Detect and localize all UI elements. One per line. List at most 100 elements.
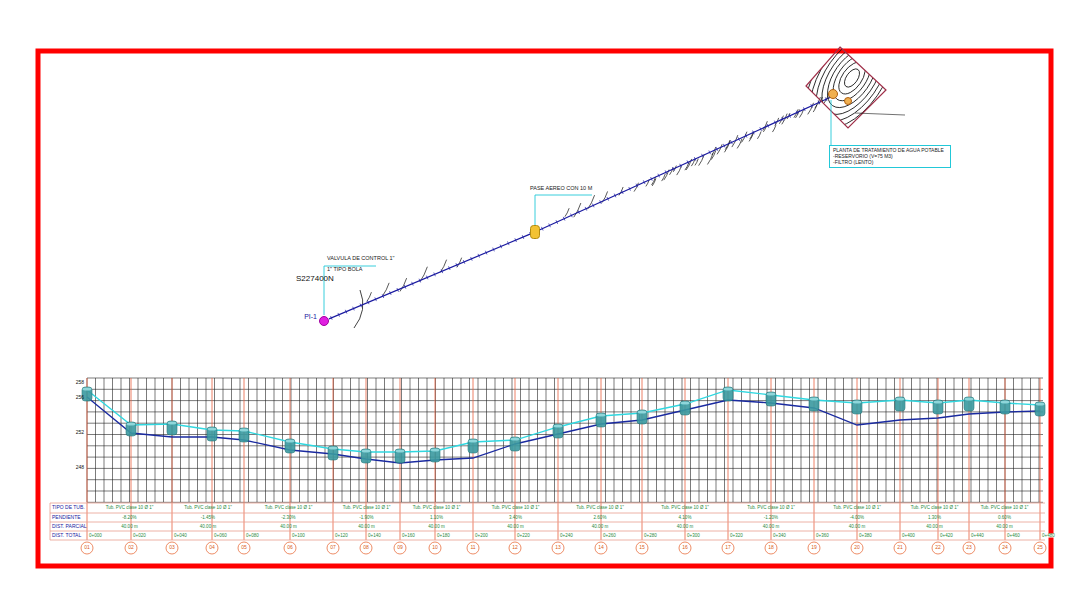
station-circle: [552, 542, 564, 554]
pi-marker: [320, 317, 329, 326]
station-circle: [851, 542, 863, 554]
pipe-tick: [825, 97, 827, 101]
total-distance-cell: 0+440: [971, 533, 984, 538]
station-line: [558, 378, 559, 540]
station-number: 24: [1002, 545, 1008, 551]
valve-leader: [324, 266, 376, 315]
site-boundary: [806, 47, 886, 128]
grid-line: [903, 378, 904, 502]
pipe-tick: [614, 194, 616, 198]
station-circle: [166, 542, 178, 554]
station-circle: [722, 542, 734, 554]
grid-line: [792, 378, 793, 502]
pipe-tick: [767, 124, 769, 128]
terrain-hatch: [782, 114, 787, 125]
terrain-hatch: [652, 179, 656, 186]
total-distance-cell: 0+060: [214, 533, 227, 538]
slope-cell: -2.30%: [281, 515, 295, 520]
grid-line: [835, 378, 836, 502]
pipe-type-cell: Tub. PVC clase 10 Ø 1": [413, 506, 460, 511]
pipe-tick: [811, 104, 813, 108]
grid-line: [631, 378, 632, 502]
aerial-crossing: PASE AEREO CON 10 M: [530, 225, 540, 239]
grid-line: [690, 378, 691, 502]
structure-marker: [510, 437, 520, 451]
terrain-hatch: [400, 278, 407, 291]
station-circle: [394, 542, 406, 554]
pipe-tick: [636, 184, 638, 188]
structure-marker: [468, 439, 478, 453]
partial-distance-cell: 40.00 m: [200, 524, 216, 529]
structure-marker: [1000, 400, 1010, 414]
axis-value: 256: [76, 395, 84, 401]
coordinate-label: S227400N: [296, 275, 334, 284]
station-number: 09: [397, 545, 403, 551]
structure-marker: [430, 448, 440, 462]
total-distance-cell: 0+120: [335, 533, 348, 538]
structure-marker: [896, 397, 905, 400]
grid-line: [138, 378, 139, 502]
node-shape: [319, 316, 329, 326]
structure-marker: [723, 387, 733, 401]
partial-distance-cell: 40.00 m: [507, 524, 523, 529]
station-number: 19: [811, 545, 817, 551]
station-number: 07: [330, 545, 336, 551]
grid-line: [826, 378, 827, 502]
total-distance-cell: 0+180: [437, 533, 450, 538]
table-rule: [50, 513, 1045, 514]
station-circle: [932, 542, 944, 554]
pipe-tick: [556, 220, 558, 224]
grid-line: [410, 378, 411, 502]
pipe-tick: [709, 151, 711, 155]
grid-line: [461, 378, 462, 502]
structure-marker: [168, 421, 177, 424]
point-label: PI-1: [304, 313, 317, 321]
grid-line: [665, 378, 666, 502]
grid-line: [554, 378, 555, 502]
pipe-type-cell: Tub. PVC clase 10 Ø 1": [184, 506, 231, 511]
site-contours: [786, 5, 918, 152]
axis-value: 248: [76, 465, 84, 471]
grid-line: [741, 378, 742, 502]
total-distance-cell: 0+320: [730, 533, 743, 538]
station-line: [87, 378, 88, 540]
grid-line: [852, 378, 853, 502]
grid-line: [673, 378, 674, 502]
partial-distance-cell: 40.00 m: [763, 524, 779, 529]
pipe-tick: [782, 117, 784, 121]
total-distance-cell: 0+300: [687, 533, 700, 538]
grid-line: [588, 378, 589, 502]
structure-marker: [766, 392, 776, 406]
structure-marker: [361, 449, 371, 463]
grid-line: [1022, 378, 1023, 502]
terrain-hatch: [619, 187, 623, 195]
structure-marker: [934, 400, 943, 403]
station-number: 17: [725, 545, 731, 551]
grid-line: [206, 378, 207, 502]
station-number: 02: [128, 545, 134, 551]
station-circle: [999, 542, 1011, 554]
pipe-tick: [796, 111, 798, 115]
total-distance-cell: 0+360: [816, 533, 829, 538]
total-distance-cell: 0+340: [773, 533, 786, 538]
grid-line: [342, 378, 343, 502]
station-circle: [360, 542, 372, 554]
structure-marker: [285, 439, 295, 453]
pipe-tick: [622, 190, 624, 194]
grid-line: [393, 378, 394, 502]
grid-line: [231, 378, 232, 502]
contour-line: [786, 5, 918, 152]
grid-line: [622, 378, 623, 502]
terrain-hatch: [662, 174, 666, 181]
grid-line: [121, 378, 122, 502]
pipe-tick: [578, 210, 580, 214]
station-line: [642, 378, 643, 540]
pipe-tick: [774, 121, 776, 125]
total-distance-cell: 0+260: [603, 533, 616, 538]
total-distance-cell: 0+020: [133, 533, 146, 538]
station-number: 20: [854, 545, 860, 551]
grid-line: [350, 378, 351, 502]
structure-marker: [396, 449, 405, 452]
grid-line: [682, 378, 683, 502]
grid-line: [954, 378, 955, 502]
